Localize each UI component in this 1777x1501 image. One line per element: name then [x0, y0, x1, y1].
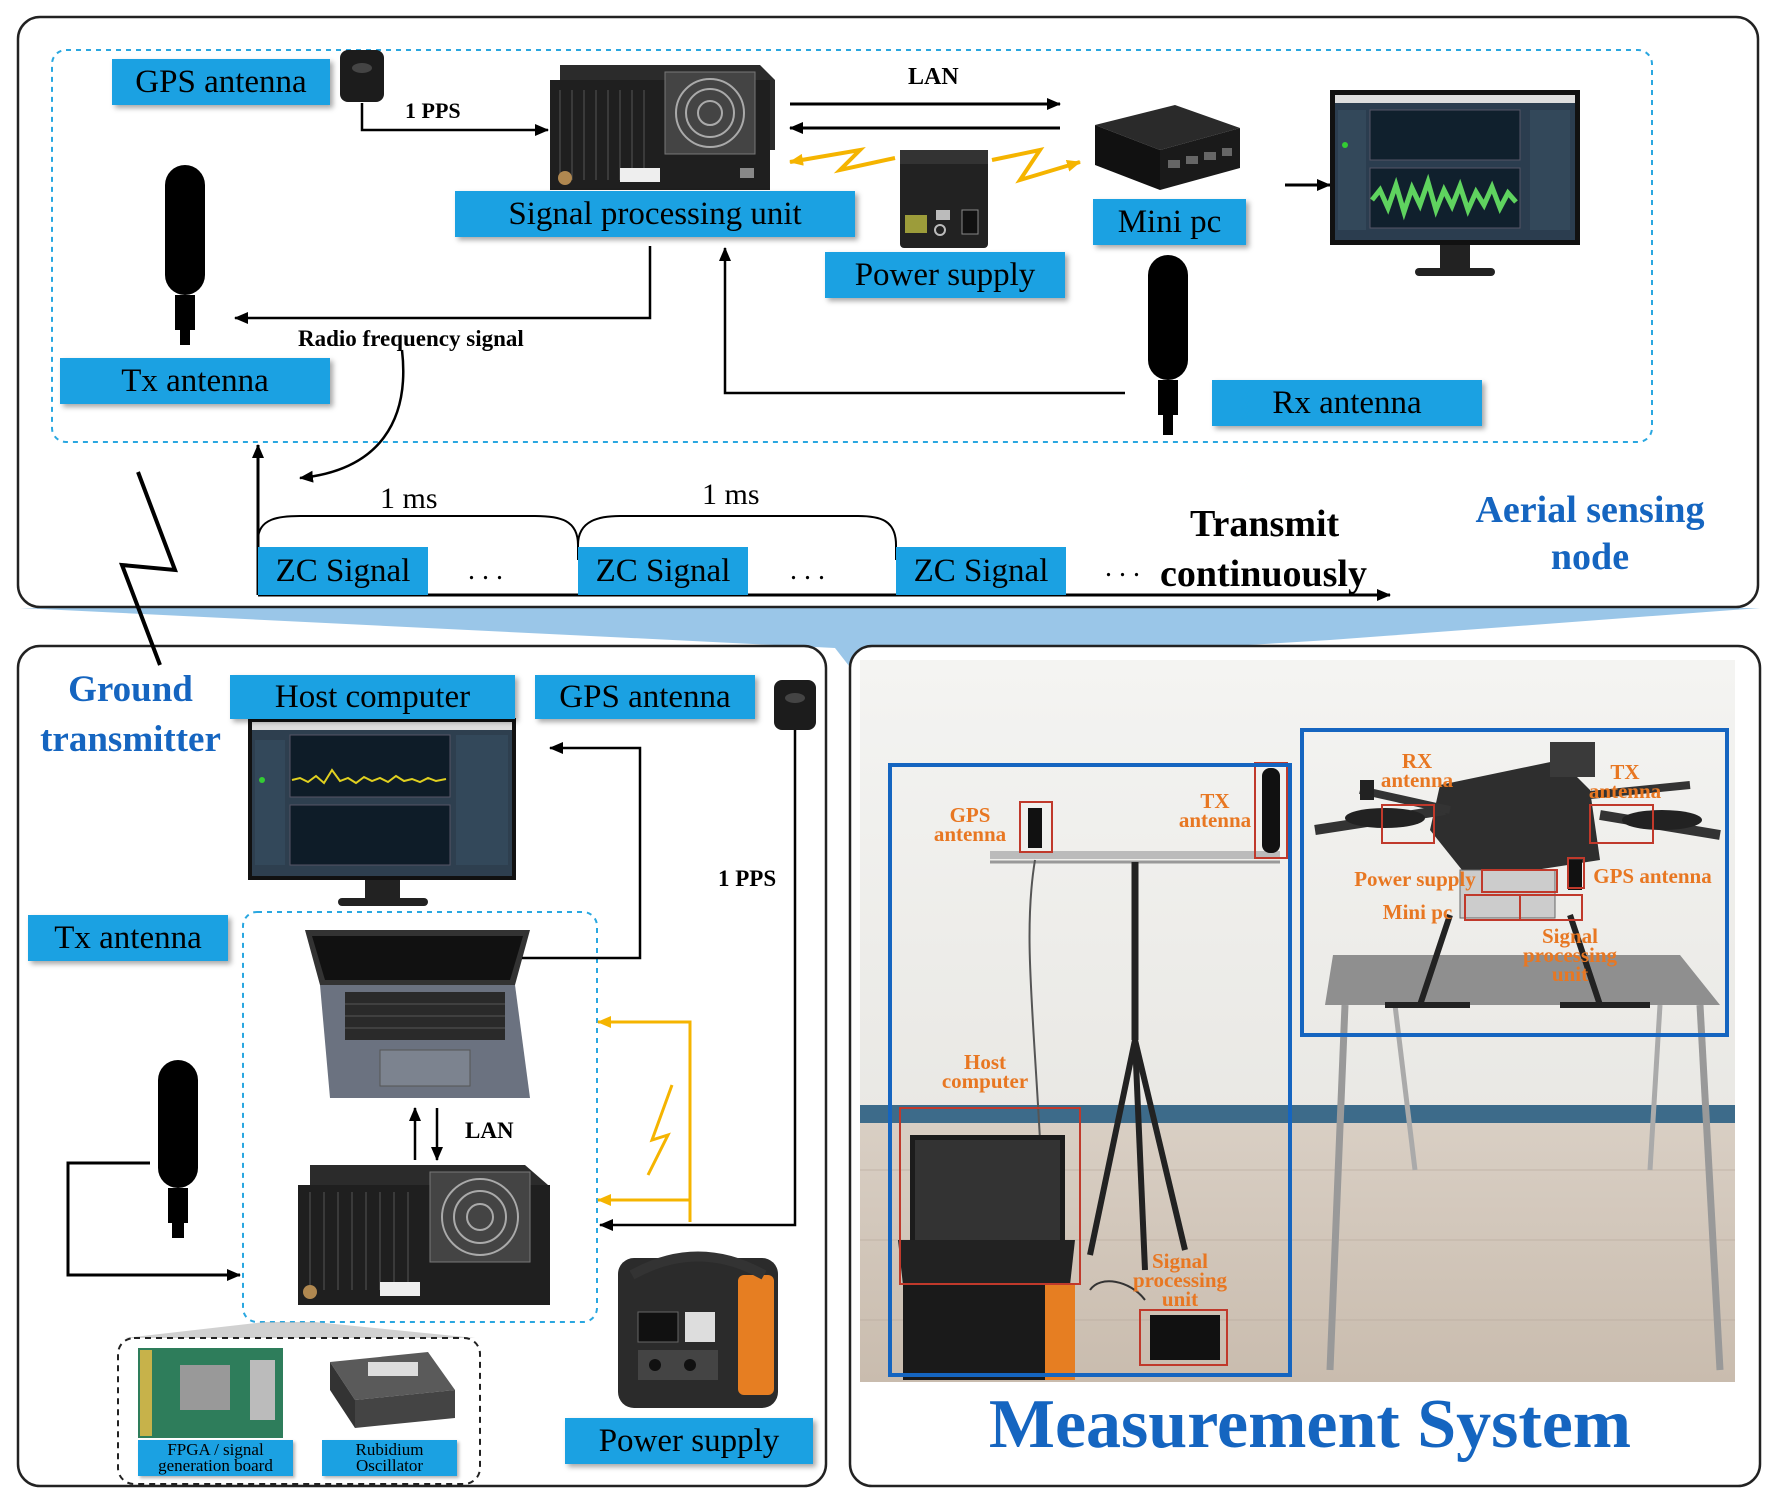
power-supply-drone-box [1481, 869, 1558, 893]
zc-signal-1: ZC Signal [258, 547, 428, 595]
dots-1: . . . [468, 555, 503, 586]
period-label-1: 1 ms [380, 482, 438, 515]
rx-antenna-drone-box [1381, 804, 1435, 844]
signal-processing-unit-label: Signal processing unit [455, 191, 855, 237]
tx-antenna-ground-icon [158, 1060, 198, 1238]
transmit-line1: Transmit [1190, 503, 1340, 545]
rf-to-timeline-arrow [299, 349, 405, 483]
host-monitor-icon [248, 718, 516, 906]
period-label-2: 1 ms [702, 478, 760, 511]
rx-antenna-label: Rx antenna [1212, 380, 1482, 426]
photo-gps-antenna-label: GPS antenna [933, 803, 1007, 846]
dots-2: . . . [790, 555, 825, 586]
gps-antenna-label: GPS antenna [112, 59, 330, 105]
transmit-line2: continuously [1160, 553, 1367, 595]
dots-3: . . . [1105, 552, 1140, 583]
zc-signal-3: ZC Signal [896, 547, 1066, 595]
aerial-frame [16, 15, 1760, 609]
power-bolt-icon [646, 1084, 674, 1176]
photo-tx-antenna-drone-label: TX antenna [1588, 760, 1662, 803]
ground-dashed-box [242, 911, 598, 1323]
aerial-title-line2: node [1550, 536, 1630, 578]
ground-photo-frame [888, 763, 1292, 1377]
power-supply-icon [900, 150, 988, 248]
gps-antenna-box [1019, 801, 1053, 853]
power-arrow-left [789, 146, 896, 174]
lan-label: LAN [908, 64, 959, 90]
photo-gps-antenna-drone-label: GPS antenna [1593, 864, 1712, 888]
rubidium-label: Rubidium Oscillator [322, 1440, 457, 1476]
rx-antenna-icon [1148, 255, 1188, 435]
gps-puck-icon [340, 50, 384, 102]
gps-antenna-drone-box [1567, 857, 1585, 889]
photo-wall [860, 660, 1735, 1120]
photo-mini-pc-drone-label: Mini pc [1382, 900, 1453, 924]
photo-spu-icon [1089, 1280, 1220, 1360]
monitor-icon [1330, 90, 1580, 276]
period-brace-1 [257, 515, 579, 560]
laptop-to-host-arrow [522, 742, 642, 960]
fpga-board-icon [138, 1348, 283, 1438]
photo-spu-drone-label: Signal processing unit [1522, 924, 1618, 986]
laptop-icon [305, 930, 530, 1098]
aerial-title-line1: Aerial sensing [1475, 489, 1705, 531]
gps-antenna-ground-label: GPS antenna [535, 675, 755, 719]
rf-signal-arrow [234, 246, 652, 324]
signal-processing-unit-box [1139, 1309, 1228, 1366]
lan-ground-label: LAN [465, 1118, 514, 1143]
rf-signal-label: Radio frequency signal [298, 326, 524, 351]
power-to-laptop-arrow [597, 1016, 692, 1222]
power-station-icon [618, 1251, 778, 1408]
photo-tx-antenna-label: TX antenna [1178, 789, 1252, 832]
period-brace-2 [577, 515, 897, 560]
signal-processing-unit-ground-icon [298, 1165, 550, 1305]
board-dashed-box [117, 1337, 481, 1485]
tx-antenna-drone-box [1589, 804, 1654, 844]
pps-arrow [360, 103, 549, 136]
pps-ground-arrow [599, 730, 797, 1231]
mini-pc-label: Mini pc [1093, 199, 1246, 245]
mini-pc-icon [1095, 105, 1240, 190]
drone-icon [1314, 742, 1721, 1008]
spu-to-tx-ground-arrow [66, 1161, 241, 1281]
pps-label: 1 PPS [405, 98, 461, 123]
host-computer-box [899, 1107, 1081, 1285]
photo-host-computer-label: Host computer [941, 1050, 1029, 1093]
ground-title-line1: Ground [68, 669, 193, 710]
fpga-board-label: FPGA / signal generation board [138, 1440, 293, 1476]
tx-antenna-top-icon [165, 165, 205, 345]
signal-processing-unit-icon [550, 65, 775, 190]
tx-antenna-ground-label: Tx antenna [28, 915, 228, 961]
host-computer-label: Host computer [230, 675, 515, 719]
lightning-bolt-icon [118, 471, 179, 666]
projection-band [20, 608, 1760, 680]
photo-laptop-icon [898, 1135, 1075, 1380]
power-arrow-right [991, 147, 1081, 184]
power-supply-ground-label: Power supply [565, 1418, 813, 1464]
photo-baseboard [860, 1105, 1735, 1123]
photo-spu-label: Signal processing unit [1132, 1249, 1228, 1311]
photo-rx-antenna-drone-label: RX antenna [1380, 749, 1454, 792]
measurement-system-title: Measurement System [988, 1386, 1632, 1463]
spu-drone-box [1519, 894, 1583, 921]
zoom-triangle [125, 1322, 475, 1338]
tx-antenna-label: Tx antenna [60, 358, 330, 404]
aerial-photo-frame [1300, 728, 1729, 1037]
rubidium-oscillator-icon [330, 1352, 455, 1428]
pps-ground-label: 1 PPS [718, 866, 777, 891]
power-supply-label: Power supply [825, 252, 1065, 298]
ground-title-line2: transmitter [40, 719, 221, 760]
zc-signal-2: ZC Signal [578, 547, 748, 595]
rx-to-spu-arrow [719, 247, 1125, 395]
gps-puck-ground-icon [774, 680, 816, 730]
photo-power-supply-drone-label: Power supply [1354, 867, 1476, 891]
